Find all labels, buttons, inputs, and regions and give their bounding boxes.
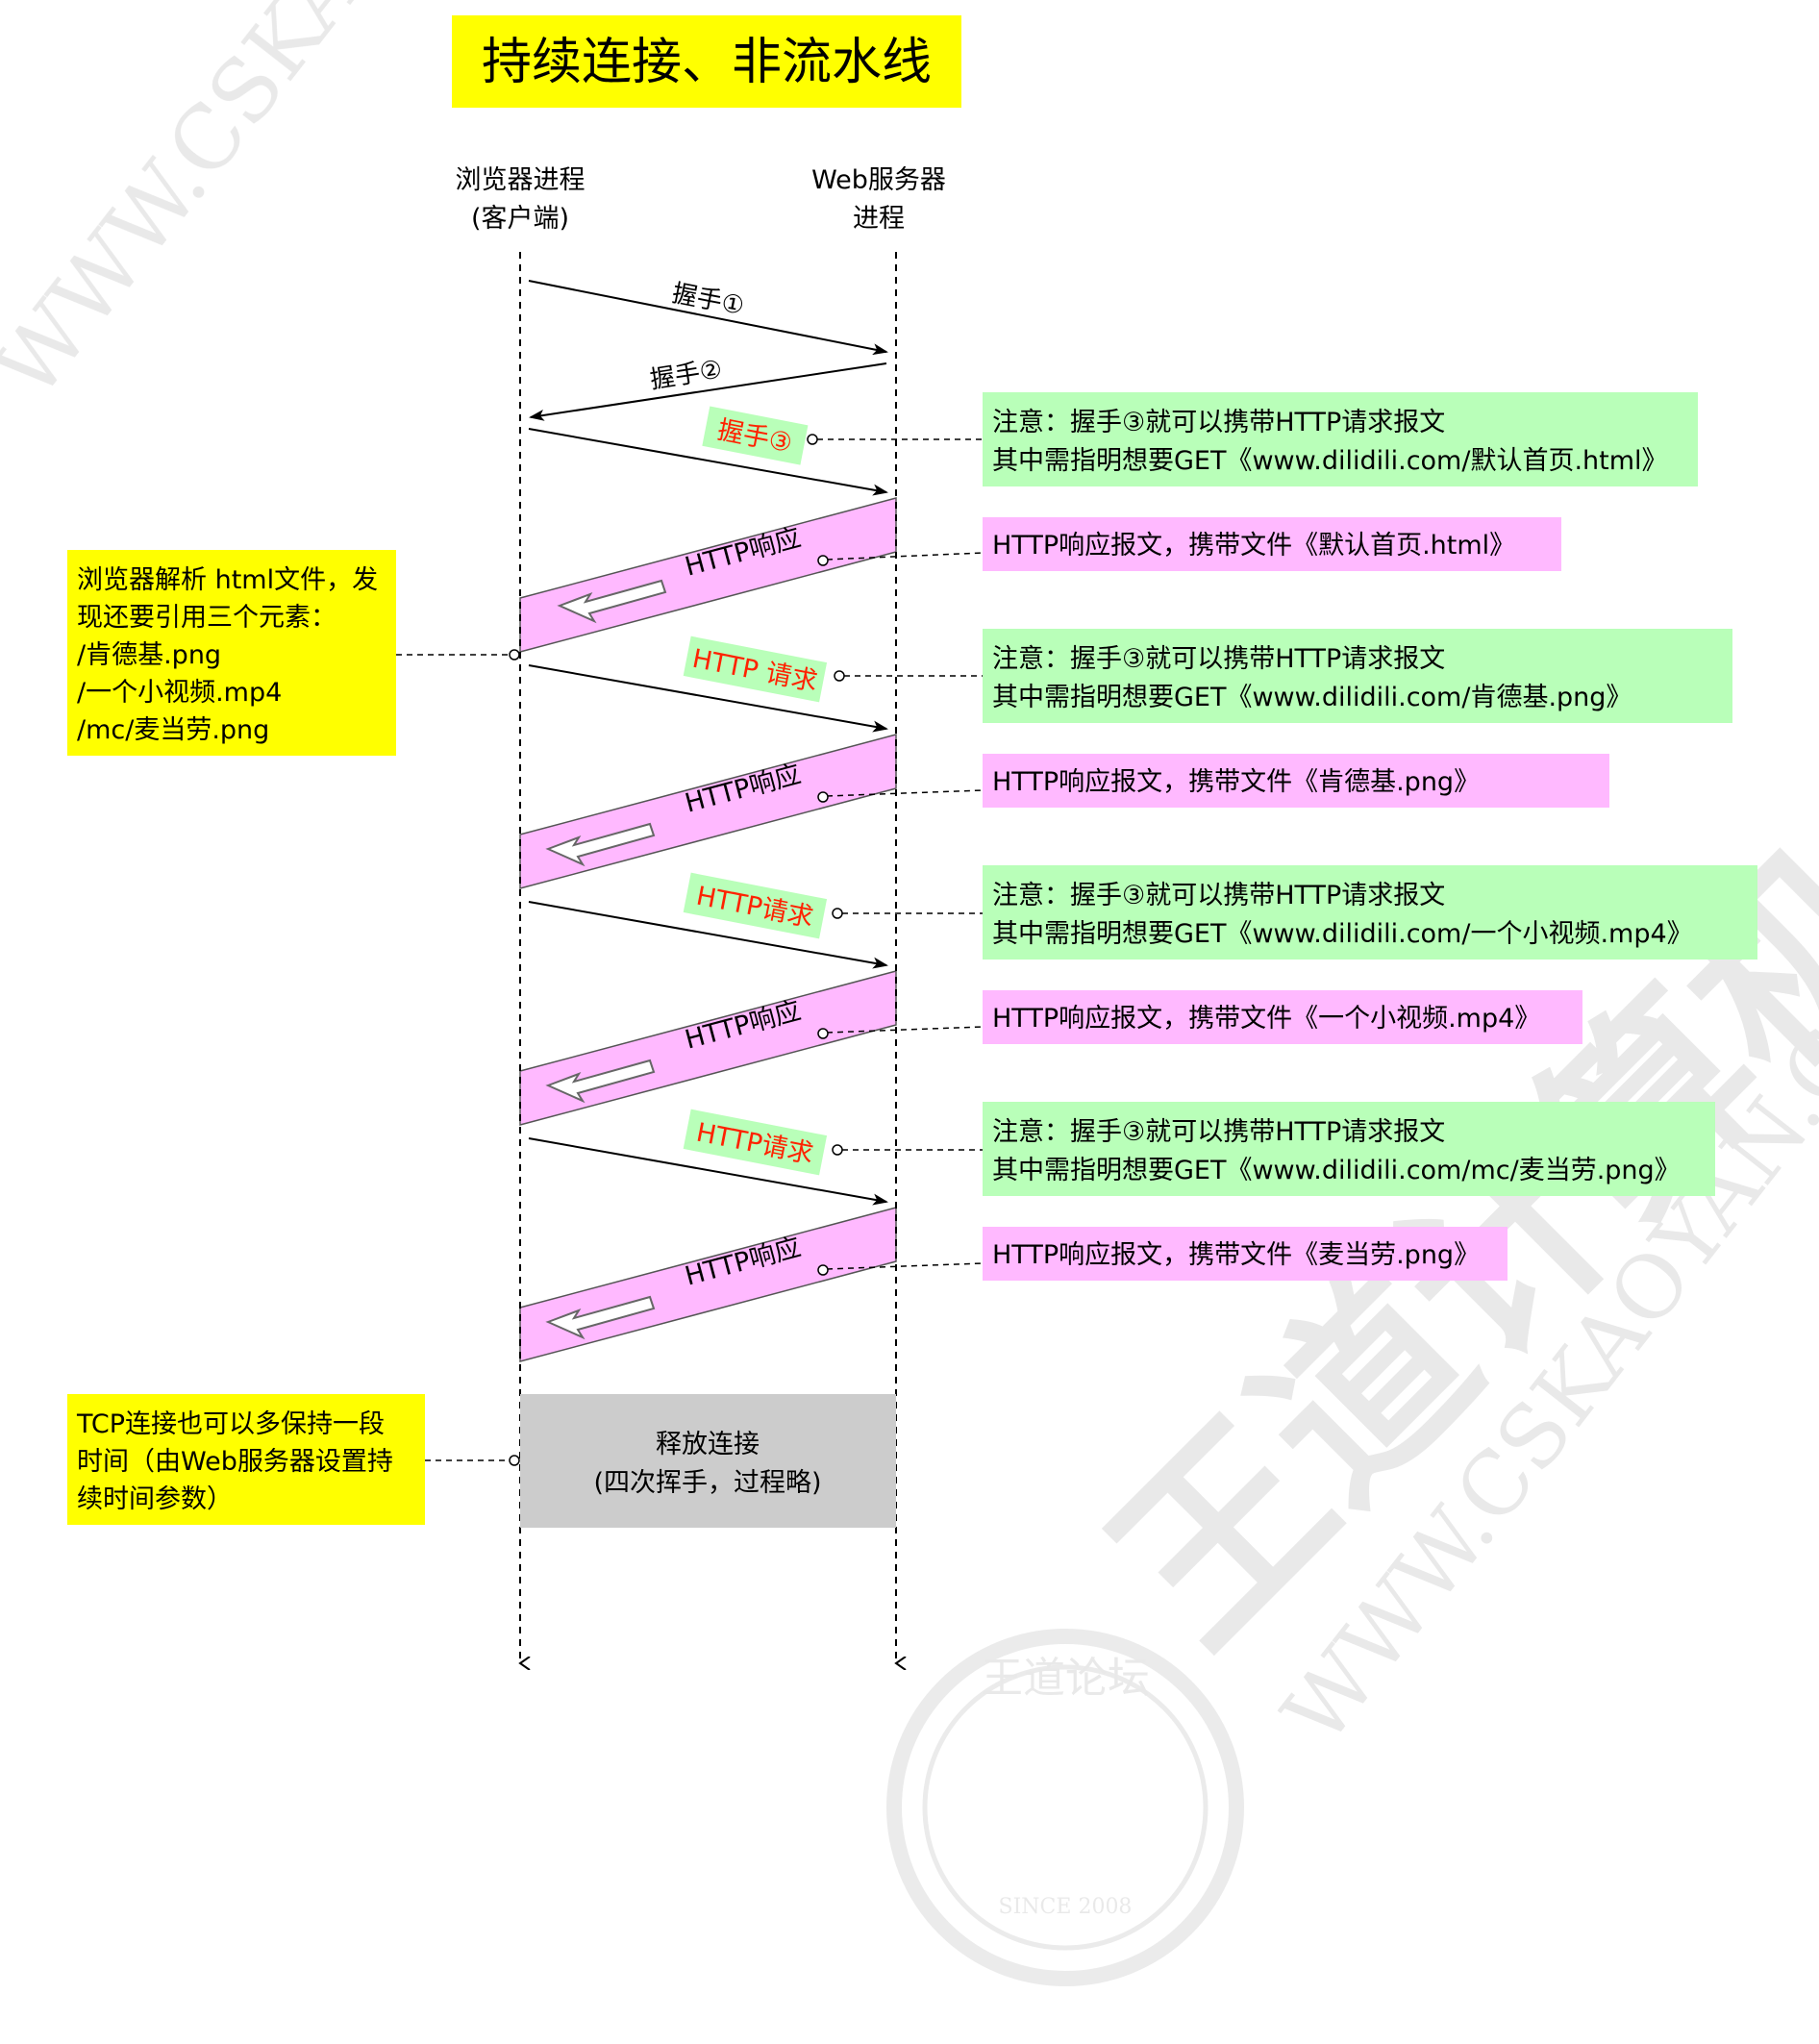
band-arrow-1: [557, 579, 667, 624]
band-arrow-4: [545, 1295, 656, 1340]
note-response-1: HTTP响应报文，携带文件《默认首页.html》: [983, 517, 1561, 571]
left-note-1-line5: /mc/麦当劳.png: [77, 715, 269, 745]
response-bands: [519, 497, 897, 1362]
release-box-line1: 释放连接: [656, 1430, 760, 1459]
note-response-4: HTTP响应报文，携带文件《麦当劳.png》: [983, 1227, 1508, 1281]
note-request-2-line1: 注意：握手③就可以携带HTTP请求报文: [992, 644, 1445, 674]
watermark-seal-text: 王道论坛: [981, 1654, 1150, 1703]
note-request-1: 注意：握手③就可以携带HTTP请求报文 其中需指明想要GET《www.dilid…: [983, 392, 1698, 486]
note-request-4: 注意：握手③就可以携带HTTP请求报文 其中需指明想要GET《www.dilid…: [983, 1102, 1715, 1196]
note-connectors: [396, 438, 984, 1461]
request-arrow-2: [528, 901, 888, 969]
handshake1-label: 握手①: [670, 279, 747, 321]
handshake2-arrow: [529, 362, 887, 421]
left-note-parse-html: 浏览器解析 html文件，发 现还要引用三个元素： /肯德基.png /一个小视…: [67, 550, 396, 756]
handshake1-arrow: [528, 280, 888, 356]
server-label-line1: Web服务器: [811, 165, 946, 195]
note-request-4-line2: 其中需指明想要GET《www.dilidili.com/mc/麦当劳.png》: [992, 1156, 1681, 1185]
note-request-4-line1: 注意：握手③就可以携带HTTP请求报文: [992, 1117, 1445, 1147]
watermark-seal: [886, 1629, 1244, 1986]
left-note-2-line2: 时间（由Web服务器设置持: [77, 1447, 393, 1477]
page-title: 持续连接、非流水线: [482, 34, 932, 91]
note-request-3-line2: 其中需指明想要GET《www.dilidili.com/一个小视频.mp4》: [992, 919, 1693, 949]
left-note-2-line3: 续时间参数）: [77, 1484, 233, 1514]
left-note-1-line4: /一个小视频.mp4: [77, 678, 282, 708]
band-arrow-3: [545, 1059, 656, 1104]
note-request-2-line2: 其中需指明想要GET《www.dilidili.com/肯德基.png》: [992, 683, 1632, 712]
note-response-2-line1: HTTP响应报文，携带文件《肯德基.png》: [992, 767, 1480, 797]
watermark-seal-since: SINCE 2008: [999, 1895, 1133, 1919]
note-response-1-line1: HTTP响应报文，携带文件《默认首页.html》: [992, 531, 1515, 561]
note-request-2: 注意：握手③就可以携带HTTP请求报文 其中需指明想要GET《www.dilid…: [983, 629, 1732, 723]
title-box: [452, 15, 961, 108]
note-response-3-line1: HTTP响应报文，携带文件《一个小视频.mp4》: [992, 1004, 1540, 1034]
left-note-1-line1: 浏览器解析 html文件，发: [77, 565, 378, 595]
note-request-1-line1: 注意：握手③就可以携带HTTP请求报文: [992, 408, 1445, 437]
left-note-keepalive: TCP连接也可以多保持一段 时间（由Web服务器设置持 续时间参数）: [67, 1394, 425, 1525]
release-box-line2: (四次挥手，过程略): [593, 1468, 821, 1498]
band-arrow-2: [545, 822, 656, 867]
left-note-1-line2: 现还要引用三个元素：: [77, 603, 336, 633]
note-request-3: 注意：握手③就可以携带HTTP请求报文 其中需指明想要GET《www.dilid…: [983, 865, 1757, 960]
note-response-4-line1: HTTP响应报文，携带文件《麦当劳.png》: [992, 1240, 1480, 1270]
connector-dots: [509, 434, 845, 1466]
left-note-2-line1: TCP连接也可以多保持一段: [76, 1409, 385, 1439]
request-tag-1: HTTP 请求: [683, 636, 828, 703]
client-label-line1: 浏览器进程: [456, 165, 586, 195]
note-request-1-line2: 其中需指明想要GET《www.dilidili.com/默认首页.html》: [992, 446, 1668, 476]
note-request-3-line1: 注意：握手③就可以携带HTTP请求报文: [992, 881, 1445, 910]
left-note-1-line3: /肯德基.png: [77, 640, 221, 670]
server-label-line2: 进程: [853, 204, 905, 234]
note-response-2: HTTP响应报文，携带文件《肯德基.png》: [983, 754, 1609, 808]
watermark: WWW.CSKAOYAN.COM WWW.CSKAOYAN.COM 王道计算机 …: [0, 0, 1819, 1986]
release-connection-box: 释放连接 (四次挥手，过程略): [520, 1394, 896, 1528]
handshake3-tag: 握手③: [702, 406, 809, 465]
request-tag-3: HTTP请求: [683, 1109, 828, 1176]
request-arrow-1: [528, 664, 888, 733]
note-response-3: HTTP响应报文，携带文件《一个小视频.mp4》: [983, 990, 1582, 1044]
band-arrows: [545, 579, 667, 1340]
request-tag-2: HTTP请求: [683, 872, 828, 939]
client-label-line2: (客户端): [471, 204, 569, 234]
handshake3-arrow: [528, 428, 888, 496]
request-arrow-3: [528, 1137, 888, 1206]
